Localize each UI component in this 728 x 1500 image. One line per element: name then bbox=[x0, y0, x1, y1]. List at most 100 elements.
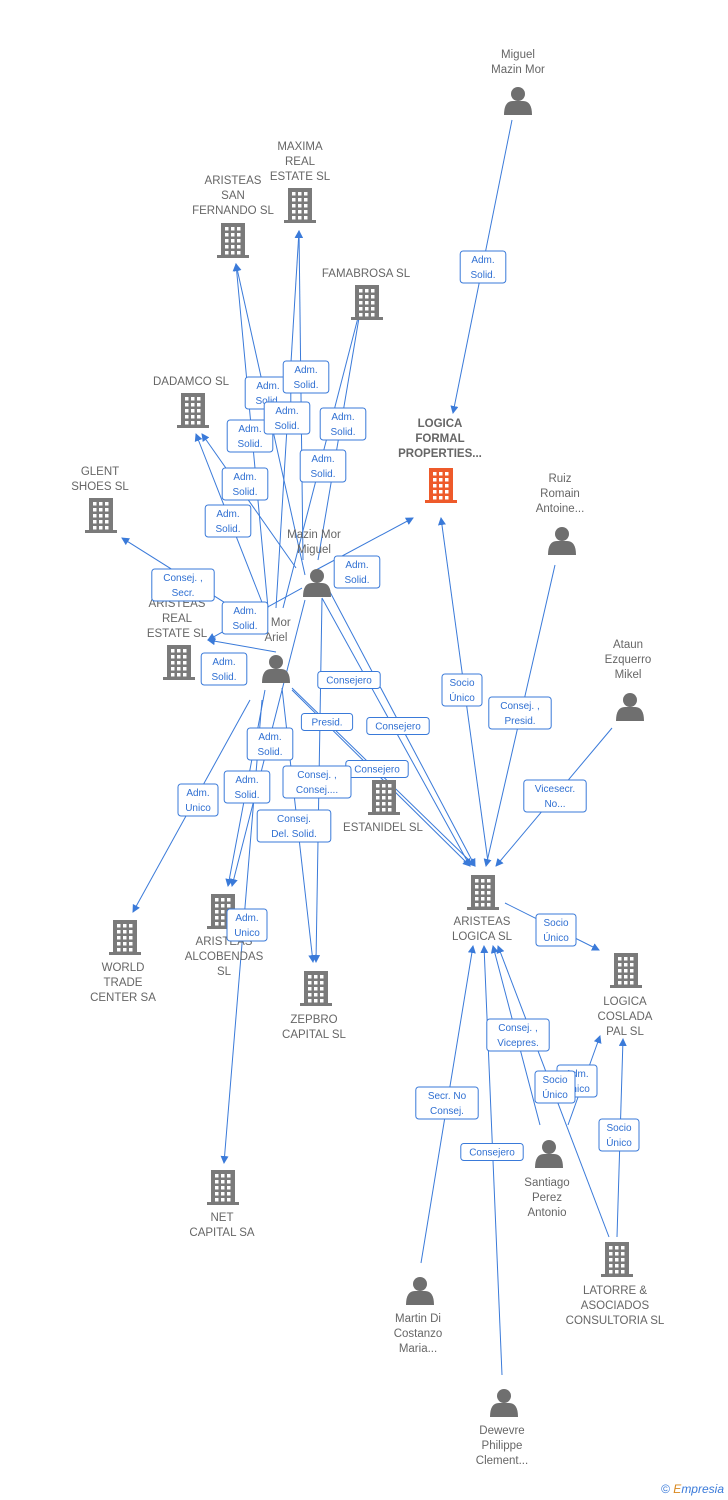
node-label: DADAMCO SL bbox=[153, 376, 230, 388]
building-window bbox=[99, 526, 103, 530]
edge-label-frame bbox=[177, 783, 219, 817]
edge-label-box[interactable]: Consejero bbox=[317, 671, 381, 689]
node-ruiz[interactable]: RuizRomainAntoine... bbox=[536, 473, 585, 555]
building-window bbox=[171, 661, 175, 665]
building-window bbox=[237, 227, 241, 231]
node-label: SL bbox=[217, 966, 232, 978]
building-window bbox=[433, 490, 437, 494]
node-famabrosa[interactable]: FAMABROSA SL bbox=[322, 268, 411, 320]
edge-label-box[interactable]: Consej. ,Vicepres. bbox=[486, 1018, 550, 1052]
building-window bbox=[221, 1192, 225, 1196]
building-window bbox=[487, 891, 491, 895]
edge-label-text: Solid. bbox=[344, 575, 369, 586]
building-base bbox=[368, 812, 400, 815]
building-window bbox=[359, 295, 363, 299]
person-body bbox=[406, 1291, 434, 1305]
building-window bbox=[215, 898, 219, 902]
building-window bbox=[618, 963, 622, 967]
edge-label-box[interactable]: Adm.Unico bbox=[226, 908, 268, 942]
edge-label-frame bbox=[333, 555, 381, 589]
edge-line bbox=[315, 517, 414, 571]
edge-label-box[interactable]: Consej. ,Presid. bbox=[488, 696, 552, 730]
building-window bbox=[231, 245, 235, 249]
building-window bbox=[183, 673, 187, 677]
edge-label-box[interactable]: Adm.Solid. bbox=[333, 555, 381, 589]
node-label: ESTANIDEL SL bbox=[343, 822, 423, 834]
building-window bbox=[221, 1198, 225, 1202]
node-martin[interactable]: Martin DiCostanzoMaria... bbox=[394, 1277, 443, 1355]
node-dadamco[interactable]: DADAMCO SL bbox=[153, 376, 230, 428]
edge-label-box[interactable]: Adm.Solid. bbox=[263, 401, 311, 435]
edge-label-frame bbox=[299, 449, 347, 483]
edge-label-box[interactable]: Consej. ,Secr. bbox=[151, 568, 215, 602]
edge-label-text: Consej. bbox=[430, 1106, 464, 1117]
edge-label-box[interactable]: Vicesecr.No... bbox=[523, 779, 587, 813]
building-window bbox=[609, 1246, 613, 1250]
person-head bbox=[310, 569, 324, 583]
node-label: Perez bbox=[532, 1192, 562, 1204]
building-window bbox=[191, 415, 195, 419]
node-dewevre[interactable]: DewevrePhilippeClement... bbox=[476, 1389, 528, 1467]
footer-brand[interactable]: © Empresia bbox=[661, 1482, 724, 1496]
edge-label-box[interactable]: Consej. ,Consej.... bbox=[282, 765, 352, 799]
building-window bbox=[475, 897, 479, 901]
node-logica-formal[interactable]: LOGICAFORMALPROPERTIES... bbox=[398, 418, 482, 503]
edge-label-box[interactable]: Adm.Solid. bbox=[299, 449, 347, 483]
edge-label-box[interactable]: Adm.Solid. bbox=[226, 419, 274, 453]
building-window bbox=[615, 1264, 619, 1268]
building-window bbox=[320, 981, 324, 985]
edge-label-box[interactable]: Adm.Solid. bbox=[221, 601, 269, 635]
node-estanidel[interactable]: ESTANIDEL SL bbox=[343, 780, 424, 834]
edge-label-box[interactable]: Adm.Solid. bbox=[221, 467, 269, 501]
edge-label-box[interactable]: Presid. bbox=[300, 713, 354, 731]
edge-label-box[interactable]: Consejero bbox=[345, 760, 409, 778]
edge-label-box[interactable]: Adm.Solid. bbox=[200, 652, 248, 686]
building-window bbox=[99, 520, 103, 524]
node-label: Ataun bbox=[613, 639, 643, 651]
edge-label-box[interactable]: Adm.Solid. bbox=[319, 407, 367, 441]
building-window bbox=[227, 1174, 231, 1178]
building-icon bbox=[163, 645, 195, 680]
edge-label-box[interactable]: Adm.Unico bbox=[177, 783, 219, 817]
edge-label-box[interactable]: Adm.Solid. bbox=[246, 727, 294, 761]
person-head bbox=[511, 87, 525, 101]
edge-label-box[interactable]: Adm.Solid. bbox=[204, 504, 252, 538]
edge-label-frame bbox=[460, 1143, 524, 1161]
building-base bbox=[467, 907, 499, 910]
edge-label-box[interactable]: Consejero bbox=[366, 717, 430, 735]
edge-label-box[interactable]: Consej.Del. Solid. bbox=[256, 809, 332, 843]
brand-name: mpresia bbox=[681, 1482, 724, 1496]
node-label: CAPITAL SL bbox=[282, 1029, 347, 1041]
edge-label-text: Solid. bbox=[330, 427, 355, 438]
building-window bbox=[177, 655, 181, 659]
edge-label-box[interactable]: Adm.Solid. bbox=[282, 360, 330, 394]
building-window bbox=[481, 885, 485, 889]
edge-label-box[interactable]: Adm.Solid. bbox=[459, 250, 507, 284]
building-window bbox=[382, 784, 386, 788]
edge-label-box[interactable]: Consejero bbox=[460, 1143, 524, 1161]
building-window bbox=[123, 942, 127, 946]
edge-label-box[interactable]: Adm.Solid. bbox=[223, 770, 271, 804]
